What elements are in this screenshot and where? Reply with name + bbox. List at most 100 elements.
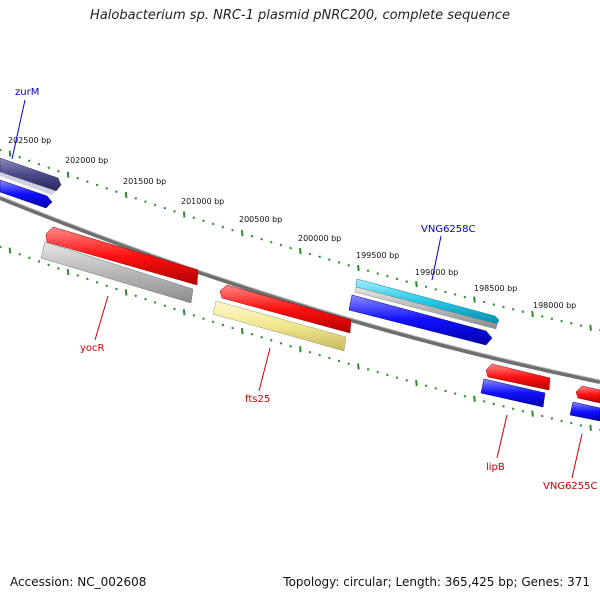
reverse-tick-mark [376, 370, 379, 374]
gene-block[interactable] [575, 385, 600, 404]
forward-features [0, 157, 500, 346]
reverse-tick-mark [579, 424, 583, 427]
gene-block[interactable] [0, 157, 62, 192]
forward-tick-mark [134, 197, 138, 200]
forward-tick-mark [589, 324, 592, 331]
leader-line [571, 433, 583, 479]
forward-tick-mark [337, 261, 341, 264]
reverse-tick-mark [366, 368, 370, 371]
reverse-tick-mark [395, 376, 399, 379]
gene-block[interactable] [485, 363, 551, 391]
forward-tick-mark [250, 234, 254, 238]
forward-tick-mark [47, 166, 50, 170]
gene-block[interactable] [355, 278, 500, 325]
tick-label: 199000 bp [415, 268, 458, 277]
reverse-tick-mark [250, 332, 254, 336]
gene-block[interactable] [480, 378, 546, 408]
forward-tick-mark [105, 187, 109, 190]
forward-tick-mark [124, 191, 128, 199]
reverse-tick-mark [124, 289, 128, 296]
forward-tick-mark [560, 319, 563, 323]
reverse-tick-mark [347, 362, 350, 366]
reverse-tick-mark [299, 346, 302, 353]
gene-label-yocR[interactable]: yocR [80, 343, 105, 354]
tick-label: 202000 bp [65, 156, 108, 165]
reverse-tick-mark [270, 339, 273, 342]
forward-tick-mark [463, 295, 467, 299]
forward-tick-mark [86, 180, 89, 183]
tick-label: 202500 bp [8, 136, 51, 145]
forward-tick-mark [540, 315, 544, 318]
reverse-tick-mark [76, 274, 79, 277]
gene-label-VNG6255C[interactable]: VNG6255C [543, 481, 598, 492]
reverse-tick-mark [115, 287, 118, 291]
forward-tick-mark [289, 246, 292, 250]
forward-tick-mark [260, 237, 263, 241]
reverse-tick-mark [47, 263, 50, 267]
leader-line [258, 347, 271, 392]
leader-line [11, 99, 26, 160]
reverse-tick-mark [173, 307, 176, 311]
gene-block[interactable] [219, 284, 352, 334]
forward-tick-mark [376, 272, 379, 275]
forward-tick-mark [318, 255, 321, 259]
forward-tick-mark [473, 296, 476, 303]
reverse-tick-mark [560, 419, 563, 423]
accession-text: Accession: NC_002608 [10, 575, 147, 589]
forward-tick-mark [405, 280, 409, 283]
reverse-tick-mark [231, 326, 234, 330]
gene-block[interactable] [354, 286, 498, 330]
forward-tick-mark [8, 150, 12, 157]
reverse-tick-mark [502, 405, 505, 408]
gene-block[interactable] [348, 294, 493, 346]
tick-label: 201500 bp [123, 177, 166, 186]
reverse-tick-mark [221, 323, 225, 327]
plasmid-backbone-highlight [0, 195, 600, 381]
reverse-tick-mark [473, 395, 476, 402]
forward-tick-mark [424, 285, 428, 289]
gene-block[interactable] [0, 172, 56, 195]
label-leaders [11, 99, 583, 479]
reverse-tick-mark [95, 281, 99, 284]
forward-tick-mark [76, 176, 79, 180]
reverse-tick-mark [550, 417, 554, 420]
reverse-tick-mark [211, 320, 215, 324]
forward-tick-mark [173, 210, 176, 213]
forward-tick-mark [482, 300, 486, 304]
gene-block[interactable] [212, 300, 347, 352]
gene-block[interactable] [45, 226, 199, 286]
gene-block[interactable] [0, 179, 53, 209]
gene-block[interactable] [40, 241, 194, 304]
tick-label: 198500 bp [474, 284, 517, 293]
reverse-tick-mark [357, 363, 360, 370]
reverse-features [40, 226, 600, 422]
gene-block[interactable] [569, 401, 600, 422]
leader-line [94, 295, 109, 341]
reverse-tick-mark [8, 247, 12, 254]
reverse-tick-mark [434, 387, 438, 390]
reverse-tick-mark [492, 402, 496, 406]
forward-tick-mark [115, 190, 118, 193]
reverse-tick-mark [415, 379, 418, 387]
forward-tick-mark [550, 317, 554, 321]
gene-label-lipB[interactable]: lipB [486, 462, 505, 473]
forward-tick-mark [386, 274, 389, 278]
forward-tick-mark [366, 269, 370, 273]
reverse-tick-mark [144, 297, 147, 301]
topology-summary: Topology: circular; Length: 365,425 bp; … [283, 575, 590, 589]
forward-tick-mark [347, 263, 350, 267]
reverse-tick-mark [463, 394, 467, 398]
forward-tick-mark [531, 310, 534, 318]
tick-labels: 202500 bp 202000 bp 201500 bp 201000 bp … [8, 136, 576, 310]
forward-tick-mark [444, 290, 447, 294]
reverse-tick-mark [289, 344, 292, 348]
reverse-tick-mark [482, 400, 486, 403]
leader-line [496, 414, 508, 459]
gene-label-VNG6258C[interactable]: VNG6258C [421, 224, 476, 235]
gene-label-zurM[interactable]: zurM [15, 87, 39, 98]
forward-tick-mark [95, 183, 99, 187]
forward-tick-mark [231, 228, 234, 232]
gene-label-fts25[interactable]: fts25 [245, 394, 270, 405]
reverse-tick-mark [424, 384, 428, 388]
